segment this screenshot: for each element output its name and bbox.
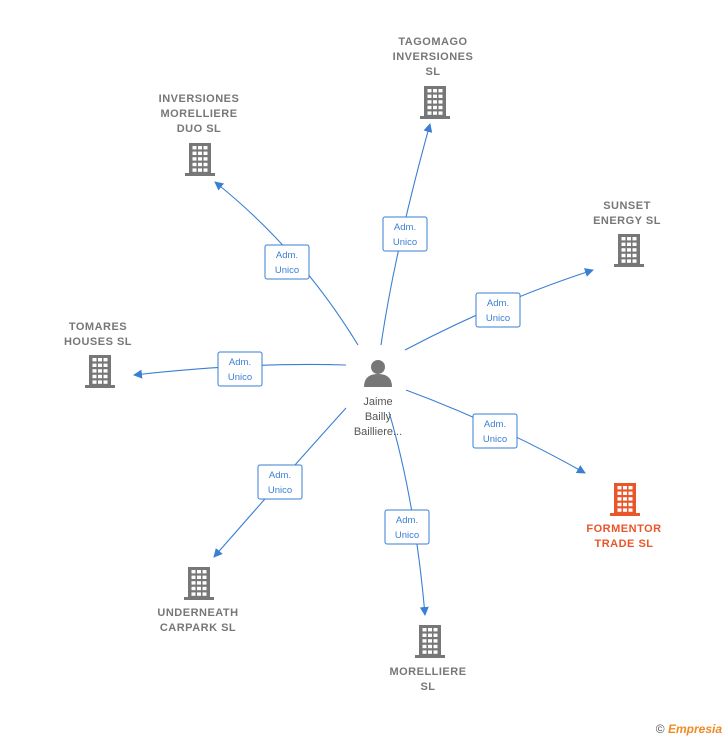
person-icon xyxy=(364,360,392,387)
edge-label-tagomago[interactable]: Adm.Unico xyxy=(382,216,428,252)
svg-text:Adm.Unico: Adm.Unico xyxy=(228,357,252,383)
building-icon[interactable] xyxy=(185,143,215,176)
edge-label-sunset-energy[interactable]: Adm.Unico xyxy=(475,292,521,328)
svg-text:Adm.Unico: Adm.Unico xyxy=(486,298,510,324)
building-icon[interactable] xyxy=(184,567,214,600)
building-icon[interactable] xyxy=(85,355,115,388)
edge-label-inversiones-morelliere-duo[interactable]: Adm.Unico xyxy=(264,244,310,280)
building-icon[interactable] xyxy=(614,234,644,267)
svg-text:Adm.Unico: Adm.Unico xyxy=(395,515,419,541)
edge-morelliere xyxy=(388,411,429,616)
copyright-icon: © xyxy=(655,722,665,736)
edge-label-formentor-trade[interactable]: Adm.Unico xyxy=(472,413,518,449)
svg-text:Adm.Unico: Adm.Unico xyxy=(483,419,507,445)
footer-brand: © Empresia xyxy=(656,722,722,736)
building-icon[interactable] xyxy=(610,483,640,516)
svg-text:Adm.Unico: Adm.Unico xyxy=(268,470,292,496)
edge-label-underneath-carpark[interactable]: Adm.Unico xyxy=(257,464,303,500)
edge-label-morelliere[interactable]: Adm.Unico xyxy=(384,509,430,545)
building-icon[interactable] xyxy=(415,625,445,658)
svg-text:Adm.Unico: Adm.Unico xyxy=(275,250,299,276)
edge-label-tomares-houses[interactable]: Adm.Unico xyxy=(217,351,263,387)
svg-text:Adm.Unico: Adm.Unico xyxy=(393,222,417,248)
building-icon[interactable] xyxy=(420,86,450,119)
brand-logo[interactable]: Empresia xyxy=(667,722,722,736)
